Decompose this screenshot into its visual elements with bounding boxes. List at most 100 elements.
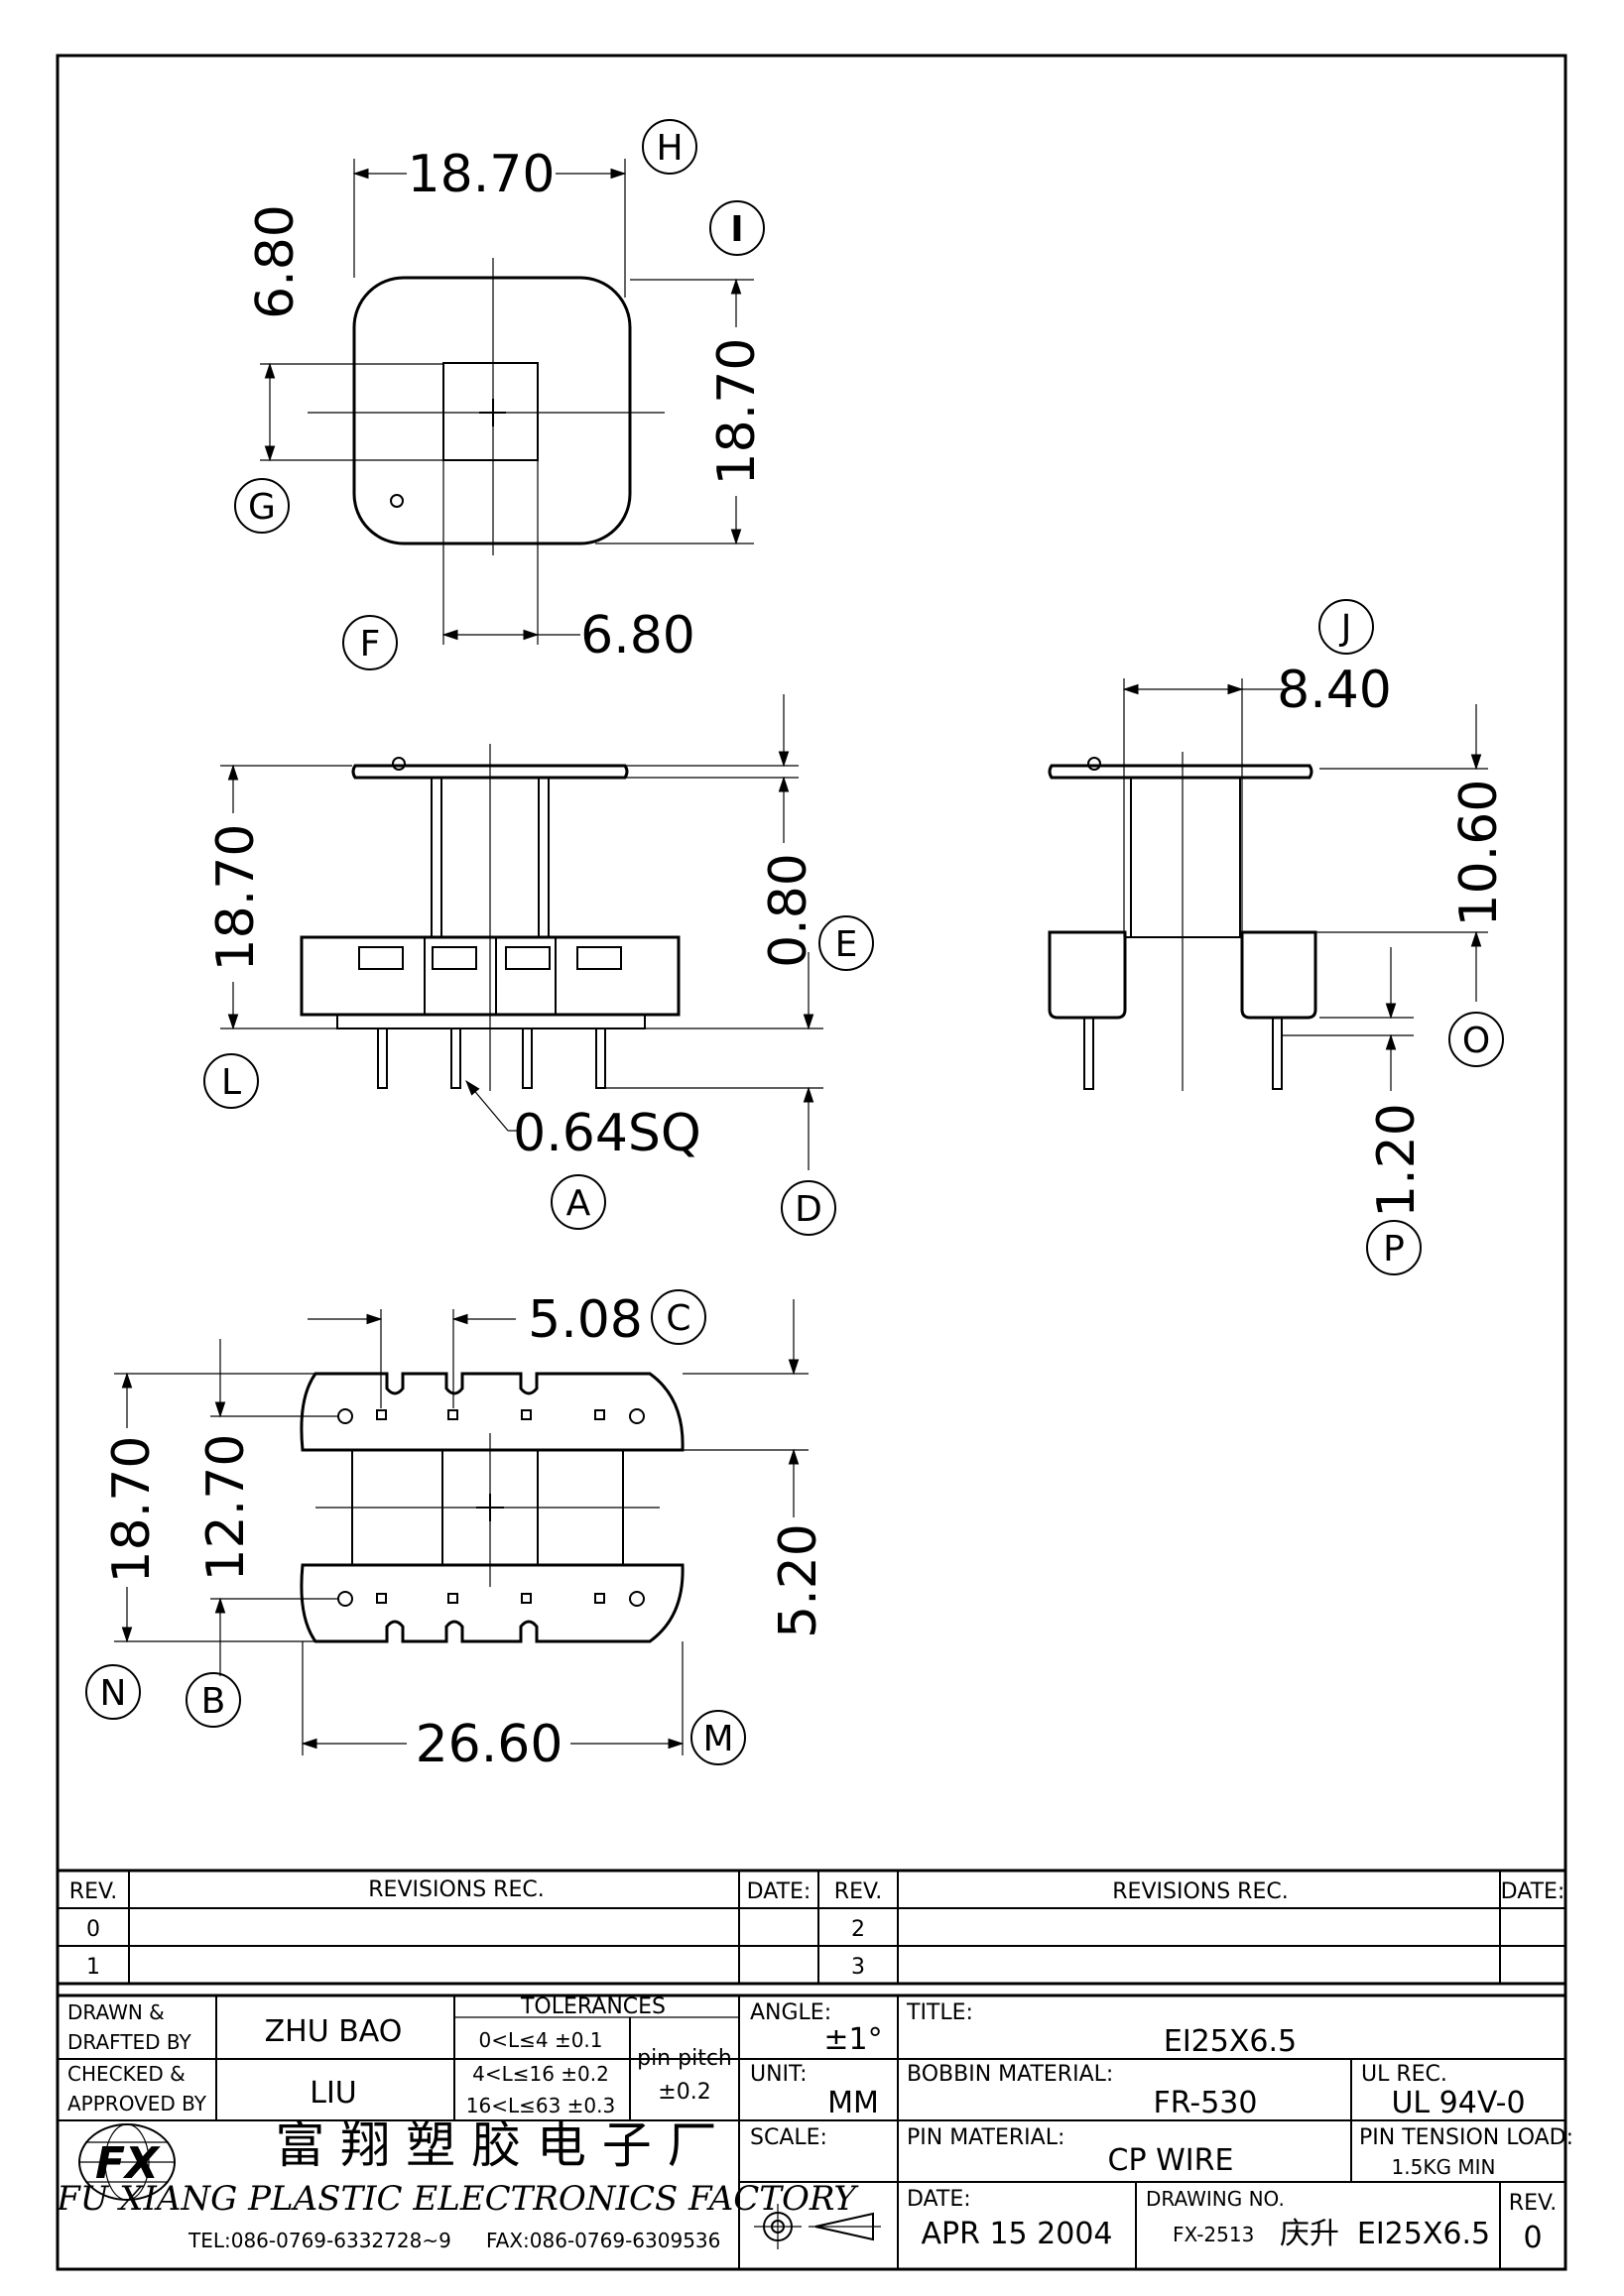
dim-pin-size: 0.64SQ <box>513 1104 701 1163</box>
rev-row: 0 <box>86 1917 100 1942</box>
svg-text:P: P <box>1383 1229 1405 1269</box>
top-view-flange <box>352 276 632 545</box>
dim-bottom-inner: 12.70 <box>196 1434 256 1582</box>
side-view-top-flange <box>1048 764 1313 780</box>
callout-h: H <box>642 119 697 175</box>
ul-value: UL 94V-0 <box>1391 2086 1525 2120</box>
top-view-core <box>442 362 539 461</box>
svg-text:G: G <box>248 487 276 528</box>
front-pin <box>450 1027 461 1089</box>
tolerances-label: TOLERANCES <box>520 1994 666 2019</box>
date-header-right: DATE: <box>1501 1879 1565 1904</box>
angle-label: ANGLE: <box>750 2000 831 2025</box>
projection-symbol-icon <box>754 2204 881 2249</box>
side-pin <box>1272 1017 1283 1090</box>
svg-text:D: D <box>795 1189 822 1230</box>
drawing-cn: 庆升 <box>1280 2217 1339 2251</box>
approved-label: APPROVED BY <box>67 2092 207 2115</box>
dim-side-height: 10.60 <box>1449 780 1509 927</box>
callout-n: N <box>85 1664 141 1720</box>
bobbin-value: FR-530 <box>1154 2086 1258 2120</box>
bottom-view: 5.08 18.70 12.70 5.20 26.60 <box>102 1290 828 1774</box>
dim-front-flange: 0.80 <box>759 853 818 968</box>
company-name-en: FU XIANG PLASTIC ELECTRONICS FACTORY <box>56 2179 859 2219</box>
title-block: DRAWN & DRAFTED BY ZHU BAO CHECKED & APP… <box>56 1994 1573 2269</box>
svg-text:FX: FX <box>95 2138 161 2189</box>
callout-c: C <box>651 1289 706 1345</box>
tension-label: PIN TENSION LOAD: <box>1359 2125 1573 2150</box>
angle-value: ±1° <box>823 2022 882 2057</box>
drawing-no-label: DRAWING NO. <box>1146 2187 1285 2211</box>
svg-text:C: C <box>666 1298 690 1339</box>
svg-text:N: N <box>100 1673 127 1714</box>
svg-text:E: E <box>835 924 858 965</box>
dim-bottom-pitch: 5.08 <box>528 1290 643 1350</box>
rec-header-left: REVISIONS REC. <box>368 1877 544 1902</box>
dim-side-width: 8.40 <box>1277 661 1392 720</box>
front-pin <box>522 1027 533 1089</box>
rev-header-right: REV. <box>834 1879 882 1904</box>
front-pin <box>377 1027 388 1089</box>
scale-label: SCALE: <box>750 2125 827 2150</box>
company-name-cn: 富 翔 塑 胶 电 子 厂 <box>275 2116 716 2174</box>
revision-table: REV. REVISIONS REC. DATE: REV. REVISIONS… <box>58 1869 1565 1997</box>
dim-top-core-w: 6.80 <box>580 606 695 665</box>
rev-row: 3 <box>851 1955 865 1980</box>
callout-j: J <box>1318 599 1374 655</box>
tension-value: 1.5KG MIN <box>1392 2155 1496 2179</box>
side-view-right-block <box>1240 930 1317 1020</box>
top-view: 18.70 6.80 18.70 6.80 <box>246 145 767 665</box>
dim-top-core-h: 6.80 <box>246 204 306 319</box>
rev-row: 1 <box>86 1955 100 1980</box>
dim-top-width: 18.70 <box>408 145 556 204</box>
tolerance-row-3: 16<L≤63 ±0.3 <box>466 2094 615 2117</box>
front-pin <box>595 1027 606 1089</box>
callout-o: O <box>1448 1012 1504 1067</box>
callout-d: D <box>781 1180 836 1236</box>
callout-e: E <box>818 915 874 971</box>
company-logo-icon: FX <box>78 2123 176 2201</box>
callout-f: F <box>342 615 398 670</box>
rec-header-right: REVISIONS REC. <box>1112 1879 1288 1904</box>
side-pin <box>1083 1017 1094 1090</box>
callout-m: M <box>690 1710 746 1765</box>
drawing-code: FX-2513 <box>1173 2223 1254 2246</box>
bottom-view-top-flange <box>300 1372 685 1452</box>
callout-i: I <box>709 200 765 256</box>
callout-a: A <box>551 1174 606 1230</box>
title-label: TITLE: <box>906 2000 973 2025</box>
drawing-value: EI25X6.5 <box>1357 2217 1490 2251</box>
dim-bottom-height: 18.70 <box>102 1436 162 1584</box>
dim-bottom-length: 26.60 <box>416 1715 563 1774</box>
svg-text:J: J <box>1339 608 1352 649</box>
svg-text:H: H <box>656 128 683 169</box>
svg-text:L: L <box>221 1062 241 1103</box>
checked-value: LIU <box>310 2076 357 2111</box>
pin-material-value: CP WIRE <box>1108 2143 1234 2178</box>
pin-material-label: PIN MATERIAL: <box>907 2125 1064 2150</box>
svg-text:A: A <box>566 1183 591 1224</box>
company-tel: TEL:086-0769-6332728~9 <box>187 2229 451 2252</box>
bobbin-label: BOBBIN MATERIAL: <box>907 2062 1113 2087</box>
callout-g: G <box>234 478 290 534</box>
date-value: APR 15 2004 <box>921 2217 1112 2251</box>
dim-top-height: 18.70 <box>707 338 767 486</box>
callout-p: P <box>1366 1220 1422 1275</box>
svg-text:F: F <box>360 624 381 665</box>
date-header-left: DATE: <box>747 1879 812 1904</box>
sheet-border <box>56 54 1567 2271</box>
checked-label: CHECKED & <box>67 2062 186 2086</box>
svg-text:M: M <box>702 1719 733 1759</box>
ul-label: UL REC. <box>1361 2062 1447 2087</box>
tolerance-row-1: 0<L≤4 ±0.1 <box>478 2028 602 2052</box>
svg-text:B: B <box>201 1681 226 1722</box>
drafted-label: DRAFTED BY <box>67 2030 192 2054</box>
side-view: 8.40 10.60 1.20 <box>1048 661 1509 1218</box>
dim-front-height: 18.70 <box>206 824 266 972</box>
drawn-value: ZHU BAO <box>265 2014 403 2049</box>
dim-side-pin: 1.20 <box>1367 1103 1427 1218</box>
callout-l: L <box>203 1053 259 1109</box>
title-value: EI25X6.5 <box>1164 2024 1297 2059</box>
svg-text:O: O <box>1462 1021 1490 1061</box>
